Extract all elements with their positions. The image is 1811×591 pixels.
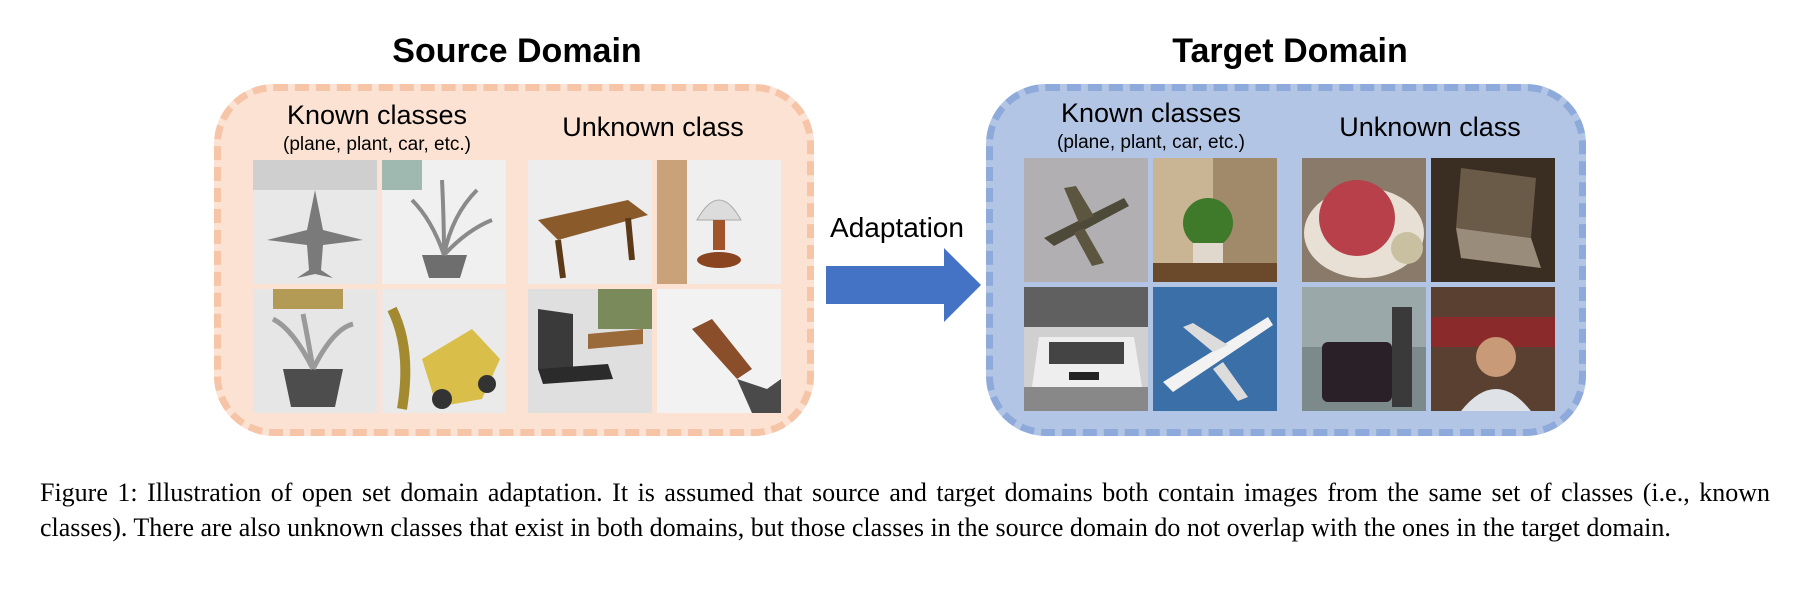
source-plane-image [253,160,377,284]
target-known-label: Known classes [1060,98,1242,128]
target-plane-image [1024,158,1148,282]
source-known-sublabel: (plane, plant, car, etc.) [283,134,471,155]
target-domain-title: Target Domain [1172,32,1408,70]
source-chair-image [528,289,652,413]
source-potted-plant-image [253,289,377,413]
figure-caption: Figure 1: Illustration of open set domai… [40,478,1770,542]
source-table-image [528,160,652,284]
target-plant-image [1153,158,1277,282]
source-known-label: Known classes [286,100,468,130]
source-plant-image [382,160,506,284]
target-apple-image [1302,158,1426,282]
target-luggage-image [1302,287,1426,411]
target-laptop-image [1431,158,1555,282]
adaptation-arrow-icon [826,248,981,322]
source-unknown-label: Unknown class [562,112,744,142]
source-car-image [382,289,506,413]
target-known-sublabel: (plane, plant, car, etc.) [1057,132,1245,153]
adaptation-label: Adaptation [830,212,964,243]
target-airliner-image [1153,287,1277,411]
source-domain-title: Source Domain [392,32,642,70]
source-lamp-image [657,160,781,284]
target-car-image [1024,287,1148,411]
target-person-image [1431,287,1555,411]
source-object-image [657,289,781,413]
target-unknown-label: Unknown class [1339,112,1521,142]
